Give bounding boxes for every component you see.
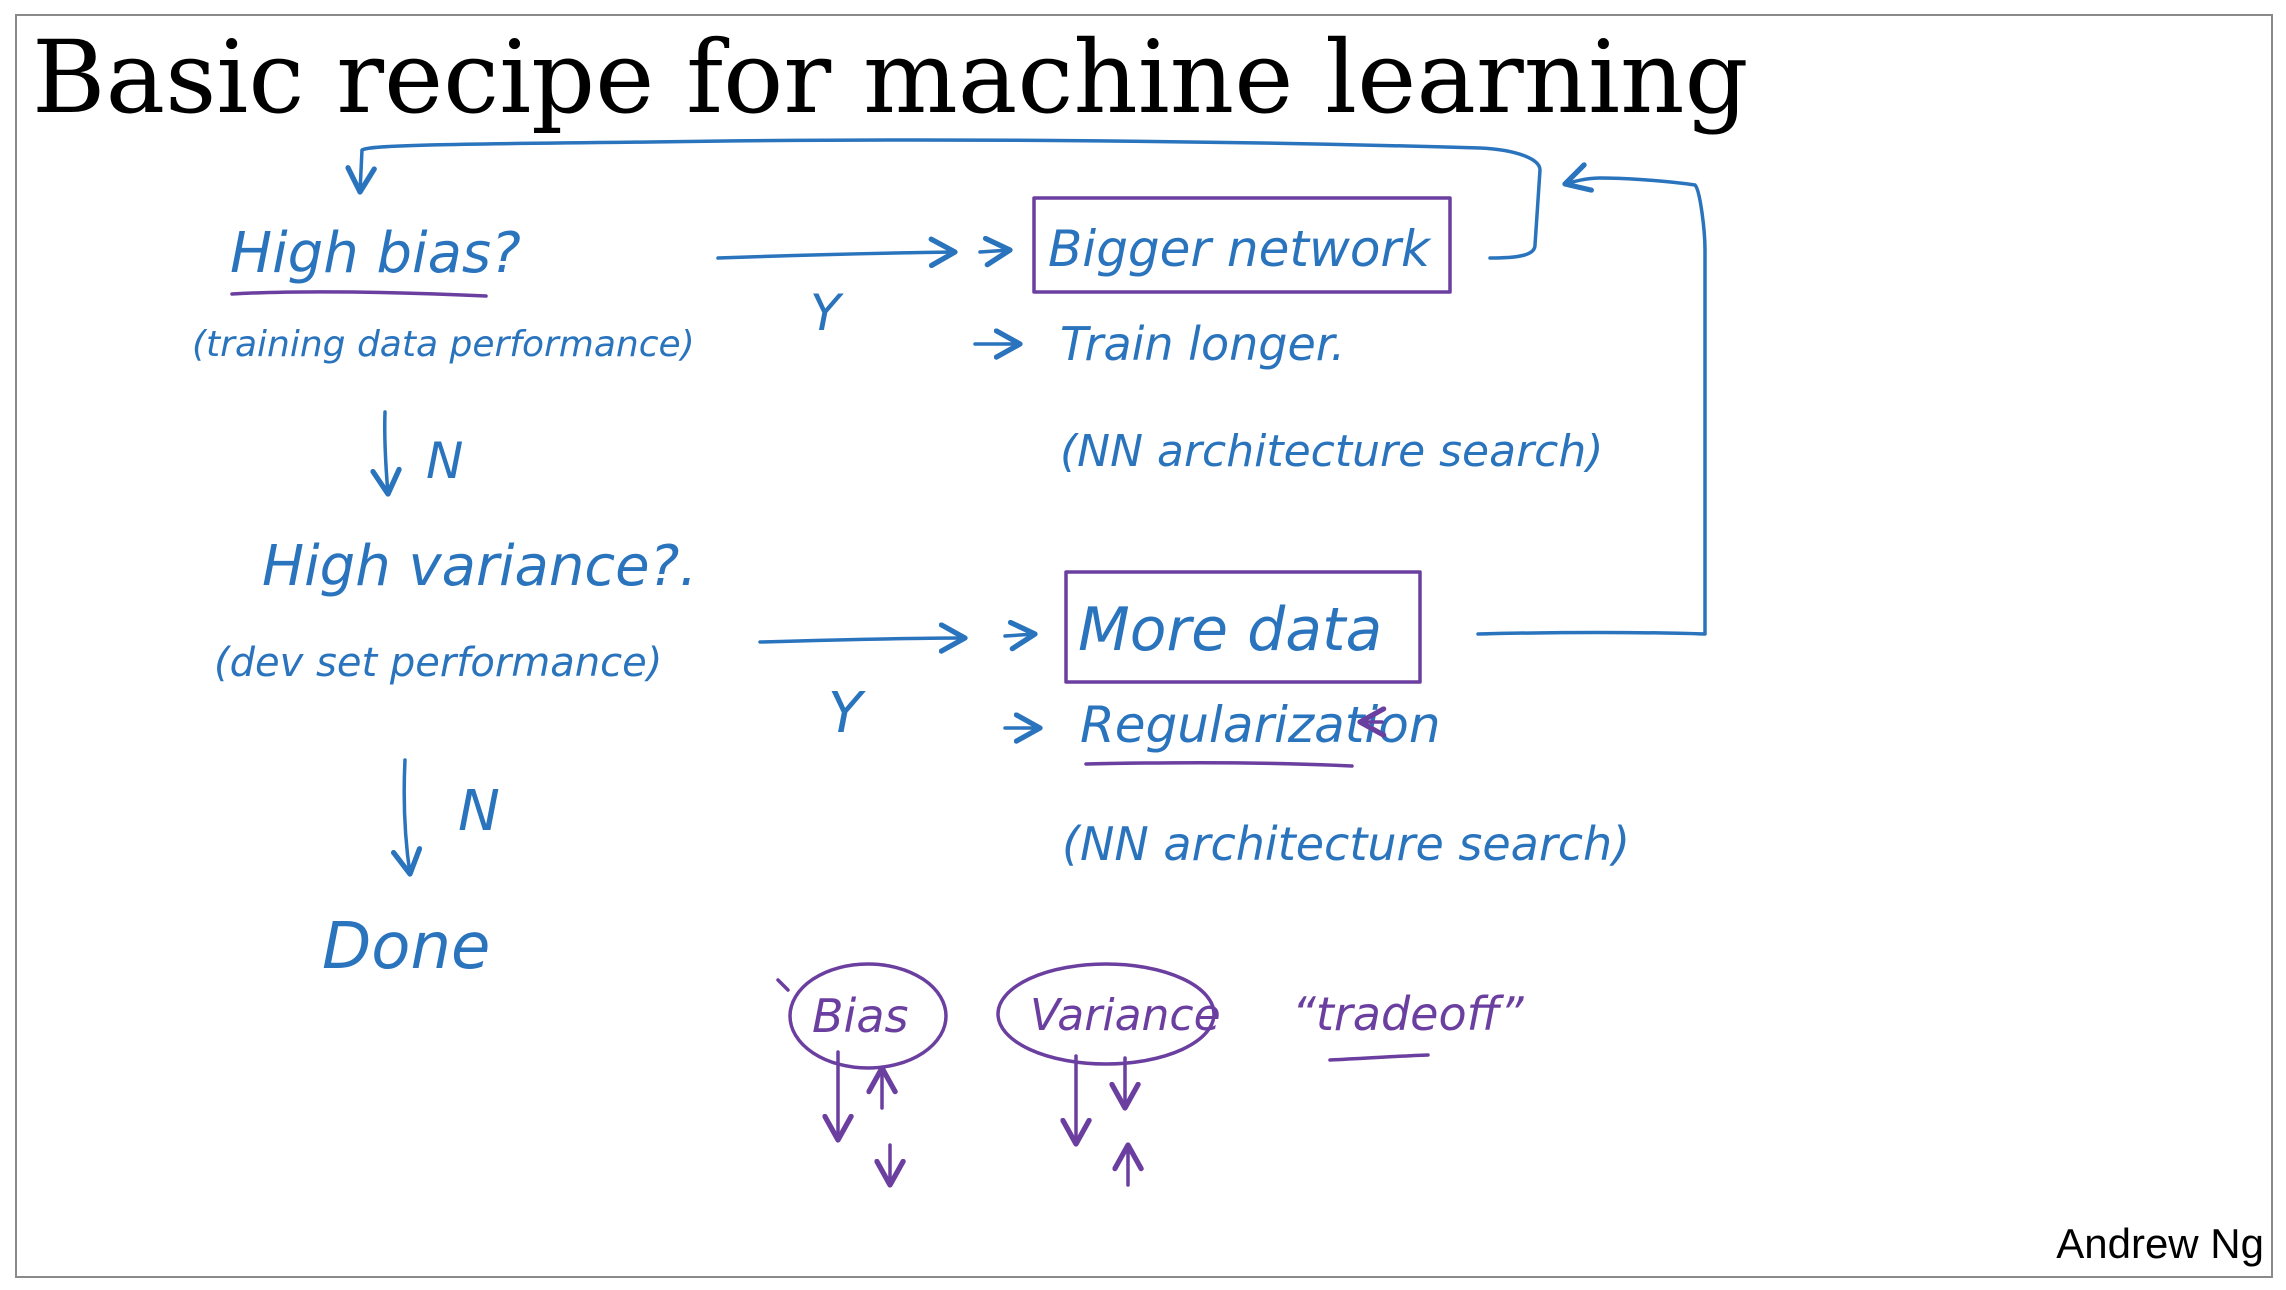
- high-bias-question: High bias?: [230, 221, 521, 286]
- variance-ellipse: [996, 962, 1216, 1066]
- high-variance-yes-arrow: [758, 622, 968, 654]
- more-data-box: [1064, 570, 1422, 684]
- high-variance-question: High variance?.: [262, 534, 697, 599]
- slide-author: Andrew Ng: [2056, 1220, 2264, 1267]
- bigger-network-box: [1032, 196, 1452, 294]
- bias-loop-arrow: [345, 138, 1542, 260]
- high-variance-no-arrow: [390, 758, 423, 877]
- slide-frame: [15, 14, 2273, 1278]
- more-data-label: More data: [1078, 595, 1382, 665]
- slide-title: Basic recipe for machine learning: [32, 19, 1749, 136]
- high-bias-subtext: (training data performance): [192, 324, 695, 365]
- high-bias-no-label: N: [426, 432, 463, 490]
- high-bias-underline: [230, 290, 488, 298]
- high-bias-yes-label: Y: [810, 284, 844, 342]
- tradeoff-label: “tradeoff”: [1292, 987, 1525, 1041]
- tradeoff-underline: [1328, 1053, 1430, 1062]
- regularization-label: Regularization: [1080, 696, 1441, 754]
- bias-nn-search-label: (NN architecture search): [1060, 426, 1603, 477]
- high-bias-yes-arrow: [716, 236, 958, 269]
- done-label: Done: [322, 910, 490, 984]
- high-variance-subtext: (dev set performance): [214, 640, 662, 686]
- variance-loop-arrow: [1476, 162, 1707, 636]
- train-longer-label: Train longer.: [1060, 317, 1345, 371]
- high-bias-no-arrow: [370, 410, 402, 497]
- high-bias-yes-arrowhead-2: [978, 235, 1013, 268]
- bias-ellipse-tick: [776, 978, 790, 992]
- regularization-underline: [1084, 760, 1354, 768]
- variance-nn-search-label: (NN architecture search): [1062, 817, 1630, 871]
- high-variance-yes-arrowhead-2: [1003, 619, 1038, 652]
- bigger-network-label: Bigger network: [1048, 220, 1432, 278]
- high-variance-no-label: N: [458, 779, 500, 844]
- variance-label: Variance: [1030, 990, 1221, 1041]
- bias-label: Bias: [812, 989, 909, 1043]
- high-variance-yes-label: Y: [828, 681, 866, 746]
